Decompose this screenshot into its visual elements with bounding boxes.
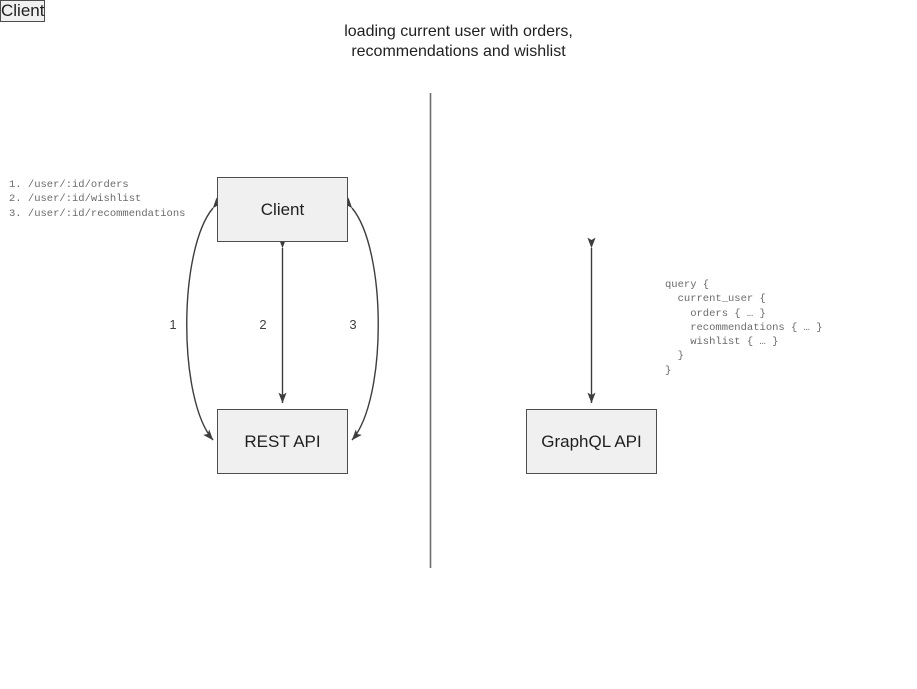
node-client-rest[interactable]: Client bbox=[217, 177, 348, 242]
edge-label-2: 2 bbox=[259, 317, 267, 332]
rest-edge-1 bbox=[186, 197, 223, 441]
node-client-graphql[interactable]: Client bbox=[0, 0, 46, 22]
rest-endpoint-list: 1. /user/:id/orders 2. /user/:id/wishlis… bbox=[9, 179, 186, 220]
rest-edge-3 bbox=[342, 197, 379, 441]
graphql-query-block: query { current_user { orders { … } reco… bbox=[665, 279, 823, 377]
edge-label-1: 1 bbox=[169, 317, 177, 332]
node-rest-api[interactable]: REST API bbox=[217, 409, 348, 474]
edge-label-3: 3 bbox=[349, 317, 357, 332]
node-graphql-api[interactable]: GraphQL API bbox=[526, 409, 657, 474]
page-title: loading current user with orders, recomm… bbox=[344, 23, 573, 60]
